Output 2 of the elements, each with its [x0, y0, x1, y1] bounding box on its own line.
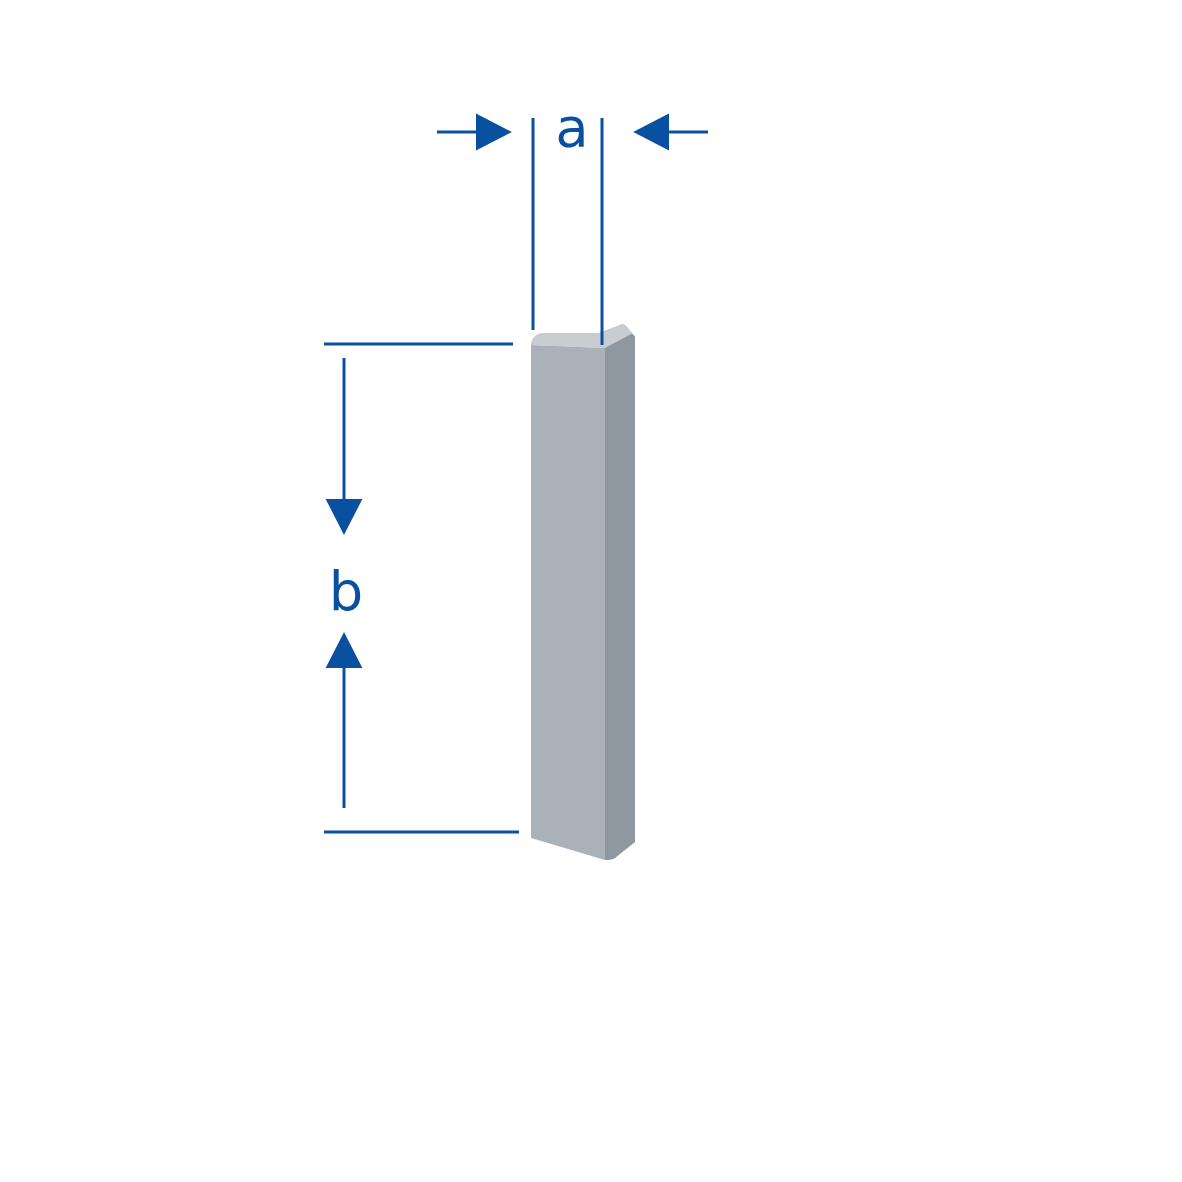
dimension-label: b — [333, 569, 361, 611]
dimension-label: a — [558, 116, 584, 148]
